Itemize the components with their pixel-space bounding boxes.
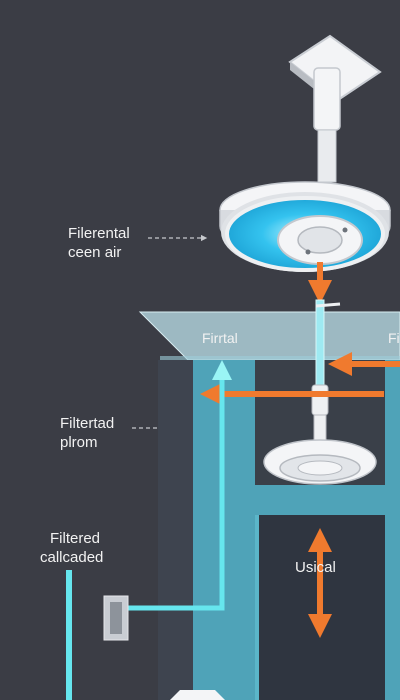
ceiling-mount — [288, 34, 382, 183]
cascaded-label: Filtered callcaded — [40, 530, 104, 566]
top-purifier-fixture — [219, 181, 391, 272]
duct-enclosure — [158, 360, 400, 700]
filter-panel — [138, 311, 400, 364]
filtered-air-route — [108, 360, 232, 618]
wall-outlet — [103, 595, 129, 641]
lower-purifier-fixture — [263, 414, 377, 485]
base-plate — [170, 690, 225, 700]
filter-panel-left-label: Firrtal — [202, 330, 238, 346]
filter-panel-right-label: Fi — [388, 330, 400, 346]
rod-coupler — [311, 384, 329, 416]
cascaded-pipe — [66, 570, 72, 700]
clean-air-label: Filerental ceen air — [68, 225, 134, 261]
rod-hook-icon — [315, 302, 341, 308]
plenum-label: Filtertad plrom — [60, 415, 118, 451]
vertical-label: Usical — [295, 559, 336, 576]
